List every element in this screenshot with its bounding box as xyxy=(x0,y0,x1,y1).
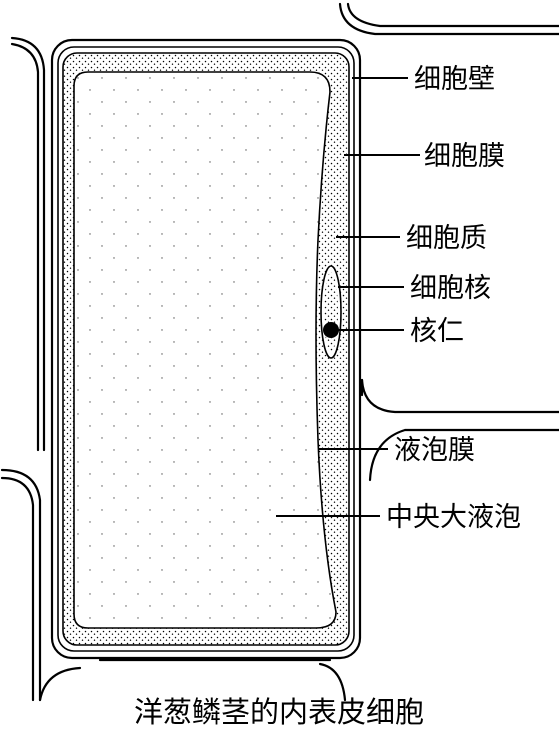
label-cytoplasm: 细胞质 xyxy=(406,223,487,254)
cell-wall xyxy=(50,38,362,660)
label-tonoplast: 液泡膜 xyxy=(394,435,475,466)
label-central-vacuole: 中央大液泡 xyxy=(386,502,521,533)
label-nucleus: 细胞核 xyxy=(410,273,491,304)
label-cell-wall: 细胞壁 xyxy=(414,64,495,95)
nucleolus xyxy=(323,322,339,338)
adjacent-cell-walls xyxy=(0,2,559,702)
leader-lines xyxy=(276,77,420,517)
label-nucleolus: 核仁 xyxy=(410,316,464,347)
label-cell-membrane: 细胞膜 xyxy=(424,141,505,172)
central-vacuole xyxy=(73,71,337,629)
caption: 洋葱鳞茎的内表皮细胞 xyxy=(134,695,424,729)
nucleus xyxy=(320,265,342,359)
